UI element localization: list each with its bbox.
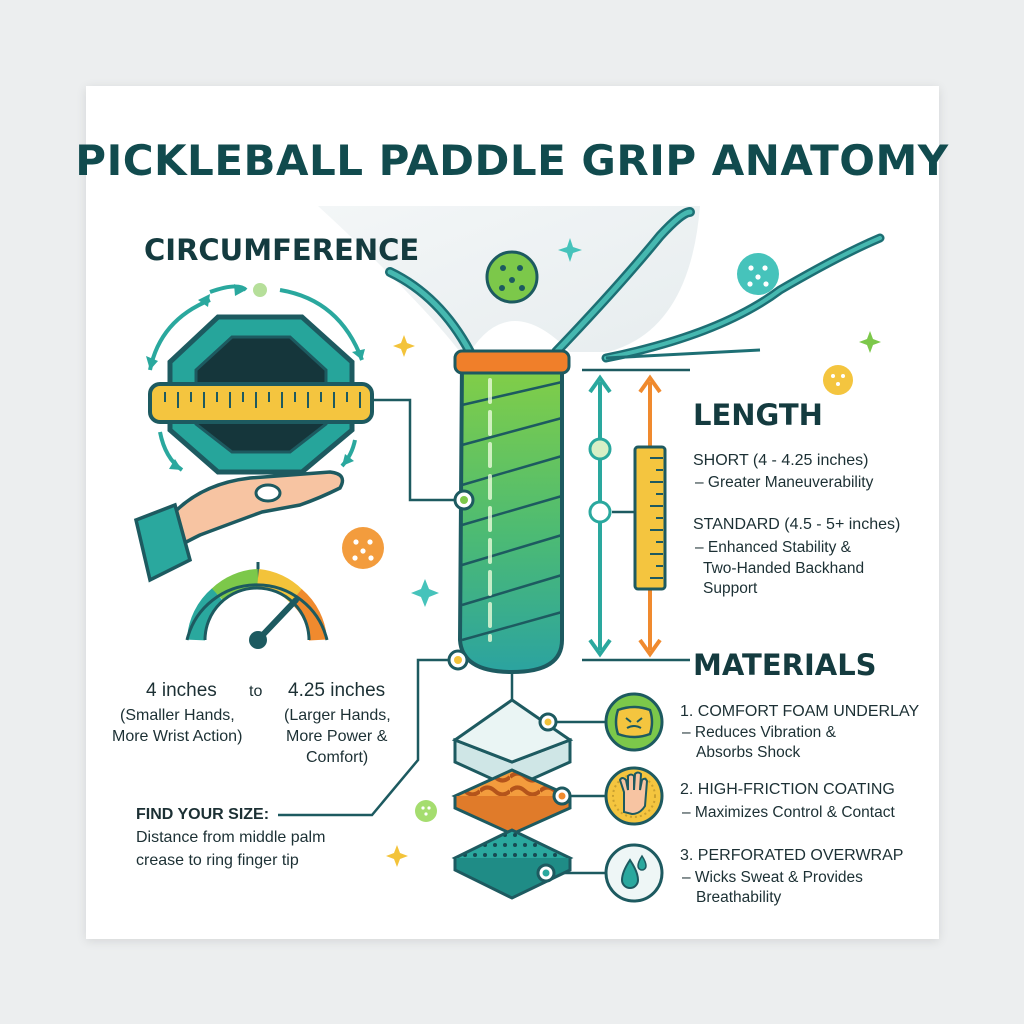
hand-icon (604, 766, 664, 826)
overwrap-layer (451, 828, 574, 900)
material-2-label: 2. HIGH-FRICTION COATING (680, 781, 895, 798)
pickleball-icon (415, 800, 437, 822)
find-size-line-2: crease to ring finger tip (136, 852, 299, 869)
pickleball-icon (342, 527, 384, 569)
water-drop-icon (604, 843, 664, 903)
short-length-note: – Greater Maneuverability (695, 474, 874, 491)
coating-layer (451, 768, 574, 836)
pickleball-icon (823, 365, 853, 395)
max-size-label: 4.25 inches (288, 680, 386, 701)
sparkle-icon (393, 335, 415, 357)
material-3-label: 3. PERFORATED OVERWRAP (680, 847, 904, 864)
min-size-label: 4 inches (146, 680, 217, 701)
standard-length-note-1: – Enhanced Stability & (695, 539, 851, 556)
sparkle-icon (558, 238, 582, 262)
foam-pillow-icon (604, 692, 664, 752)
material-1-label: 1. COMFORT FOAM UNDERLAY (680, 703, 920, 720)
find-size-line-1: Distance from middle palm (136, 829, 326, 846)
max-size-note-2: More Power & (286, 728, 388, 745)
paddle-face (318, 206, 885, 363)
grip-octagon-illustration (146, 283, 374, 475)
circumference-heading: CIRCUMFERENCE (144, 233, 420, 267)
find-size-heading: FIND YOUR SIZE: (136, 806, 270, 823)
hand-illustration (133, 470, 345, 583)
material-3-note-2: Breathability (696, 889, 782, 906)
sparkle-icon (411, 579, 439, 607)
pickleball-icon (737, 253, 779, 295)
material-3-note-1: – Wicks Sweat & Provides (682, 869, 863, 886)
max-size-note-1: (Larger Hands, (284, 707, 391, 724)
grip-handle (447, 349, 571, 675)
material-layers (451, 698, 574, 900)
sparkle-icon (386, 845, 408, 867)
size-range-connector: to (249, 683, 263, 700)
pickleball-icon (485, 250, 539, 304)
short-length-label: SHORT (4 - 4.25 inches) (693, 452, 869, 469)
material-2-note-1: – Maximizes Control & Contact (682, 804, 895, 821)
min-size-note-1: (Smaller Hands, (120, 707, 235, 724)
materials-heading: MATERIALS (693, 648, 877, 682)
standard-length-note-3: Support (703, 580, 758, 597)
page-title: PICKLEBALL PADDLE GRIP ANATOMY (75, 136, 949, 185)
length-measurement (582, 368, 690, 662)
standard-length-label: STANDARD (4.5 - 5+ inches) (693, 516, 901, 533)
foam-layer (451, 698, 574, 790)
material-1-note-2: Absorbs Shock (696, 744, 801, 761)
size-gauge (185, 569, 329, 649)
measuring-tape (148, 382, 374, 424)
max-size-note-3: Comfort) (306, 749, 369, 766)
material-1-note-1: – Reduces Vibration & (682, 724, 836, 741)
length-heading: LENGTH (693, 398, 823, 432)
sparkle-icon (859, 331, 881, 353)
standard-length-note-2: Two-Handed Backhand (703, 560, 865, 577)
min-size-note-2: More Wrist Action) (112, 728, 243, 745)
grip-endcap (453, 349, 571, 375)
